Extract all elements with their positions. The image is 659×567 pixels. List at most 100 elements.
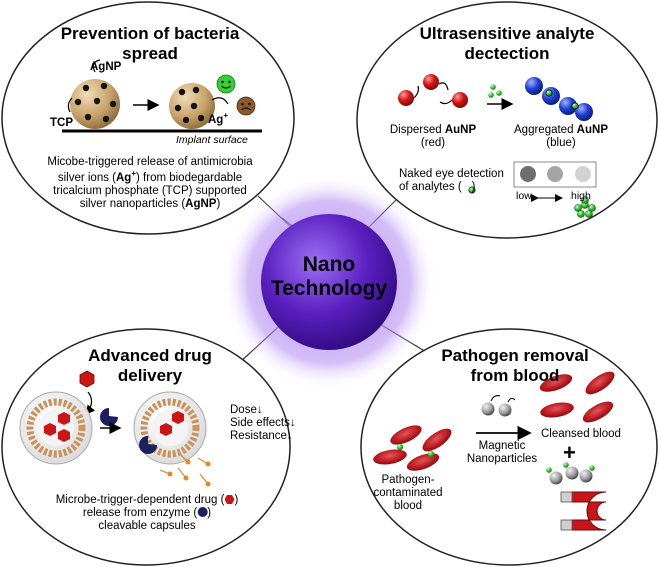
aggregated-label: Aggregated AuNP (blue)	[514, 124, 608, 150]
ag-ion-label: Ag+	[208, 111, 228, 127]
cleansed-blood-cells	[539, 371, 615, 423]
implant-surface-label: Implant surface	[176, 134, 248, 146]
cleansed-blood-label: Cleansed blood	[541, 428, 621, 440]
contaminated-blood-cells	[373, 425, 452, 471]
analyte-title: Ultrasensitive analyte dectection	[420, 24, 595, 63]
scale-dot-mid	[547, 166, 563, 182]
center-title-line1: Nano	[302, 253, 356, 276]
scale-low-label: low	[516, 190, 532, 202]
drug-description: Microbe-trigger-dependent drug () releas…	[56, 494, 239, 534]
analyte-illustration	[398, 74, 597, 218]
dose-label: Dose↓	[230, 404, 263, 416]
analyte-title-line1: Ultrasensitive analyte	[419, 24, 595, 43]
pathogen-title-line1: Pathogen removal	[441, 346, 589, 365]
dispersed-label: Dispersed AuNP (red)	[390, 124, 476, 150]
magnetic-nanoparticle-2	[498, 403, 512, 417]
tcp-label: TCP	[50, 117, 73, 129]
aggregated-1b: AuNP	[576, 124, 608, 136]
released-fragment-heads	[167, 459, 211, 487]
drug-illustration	[19, 370, 211, 487]
bacteria-desc-line1: Micobe-triggered release of antimicrobia	[47, 156, 253, 168]
pathogen-title: Pathogen removal from blood	[441, 346, 588, 385]
drug-desc-line2: release from enzyme ()	[56, 507, 239, 520]
dispersed-line2: (red)	[420, 137, 446, 150]
bacteria-desc-4b: AgNP	[185, 198, 217, 211]
capsule-1-layer	[26, 398, 86, 458]
drug-hexagon-free	[79, 370, 95, 388]
bacteria-desc-2a: silver ions (	[57, 172, 116, 185]
bacteria-desc-2c: +	[131, 169, 137, 179]
aggregated-aunp-cluster	[525, 77, 593, 121]
aggregated-line2: (blue)	[546, 137, 576, 150]
bacteria-desc-line4: silver nanoparticles (AgNP)	[47, 198, 252, 211]
center-title-line2: Technology	[270, 277, 388, 301]
captured-particle-1	[549, 471, 563, 485]
drug-desc-line1: Microbe-trigger-dependent drug ()	[56, 494, 239, 507]
ag-ion-text: Ag	[208, 113, 224, 126]
dispersed-1b: AuNP	[444, 124, 477, 136]
naked-2b: )	[471, 181, 476, 194]
analyte-pile-icon	[574, 196, 596, 218]
side-effects-label: Side effects↓	[230, 417, 296, 430]
contaminated-label: Pathogen- contaminated blood	[373, 474, 442, 514]
pathogen-dot-1	[427, 450, 435, 458]
drug-effects: Dose↓ Side effects↓ Resistance↓	[230, 404, 296, 444]
analyte-title-line2: dectection	[464, 43, 550, 63]
drug-title-line1: Advanced drug	[88, 346, 212, 365]
nano-core-sphere	[261, 214, 397, 350]
bacteria-title-line2: spread	[122, 43, 178, 63]
drug-title: Advanced drug delivery	[88, 346, 212, 385]
pathogen-title-line2: from blood	[470, 365, 560, 385]
plus-sign: +	[563, 440, 576, 465]
agnp-label: AgNP	[90, 61, 122, 73]
resistance-label: Resistance↓	[230, 430, 293, 443]
panel-pathogen-ellipse	[360, 328, 658, 566]
bacteria-description: Micobe-triggered release of antimicrobia…	[47, 156, 252, 212]
bacteria-title: Prevention of bacteria spread	[61, 24, 240, 63]
pathogen-dot-2	[396, 443, 404, 451]
bacteria-illustration	[62, 59, 262, 133]
drug-desc-2a: release from enzyme (	[82, 507, 198, 520]
ag-ion-sup: +	[223, 111, 229, 120]
naked-eye-line1: Naked eye detection	[399, 168, 504, 180]
analyte-dots	[488, 84, 502, 98]
bacteria-desc-2b: Ag	[116, 172, 132, 185]
scale-dot-high	[575, 166, 591, 182]
drug-desc-line3: cleavable capsules	[98, 520, 196, 533]
naked-2a: of analytes (	[399, 181, 462, 194]
scale-dot-low	[520, 166, 536, 182]
drug-desc-1a: Microbe-trigger-dependent drug (	[55, 494, 225, 506]
dispersed-aunp-cluster	[398, 74, 468, 108]
happy-bacterium-icon	[216, 74, 236, 94]
aggregated-line1: Aggregated AuNP	[514, 124, 608, 137]
magnet-icon	[570, 491, 607, 531]
aggregated-1a: Aggregated	[514, 124, 577, 136]
agnp-dots-2	[174, 86, 205, 124]
bacteria-desc-line3: tricalcium phosphate (TCP) supported	[53, 185, 247, 198]
magnetic-line2: Nanoparticles	[466, 453, 538, 466]
contam-line2: contaminated	[373, 487, 443, 500]
bacteria-desc-line2: silver ions (Ag+) from biodegardable	[47, 169, 252, 185]
analyte-legend-icon	[468, 186, 476, 194]
enzyme-icon-2	[139, 436, 157, 454]
bacteria-desc-4a: silver nanoparticles (	[79, 198, 186, 211]
captured-particle-3	[579, 469, 593, 483]
naked-eye-label: Naked eye detection of analytes ()	[399, 168, 504, 194]
naked-eye-line2: of analytes ()	[399, 181, 504, 194]
enzyme-legend-icon	[197, 507, 208, 518]
bacteria-desc-4c: )	[216, 198, 221, 211]
captured-particle-2	[565, 466, 579, 480]
scale-high-label: high	[571, 190, 591, 202]
bacteria-desc-2d: ) from biodegardable	[136, 172, 243, 185]
bacteria-title-line1: Prevention of bacteria	[60, 24, 240, 43]
pathogen-illustration	[373, 371, 615, 531]
drug-title-line2: delivery	[117, 365, 183, 385]
drug-desc-2b: )	[207, 507, 212, 520]
agnp-dots-1	[74, 82, 117, 123]
enzyme-icon-1	[100, 408, 118, 426]
contam-line1: Pathogen-	[381, 474, 435, 486]
magnetic-line1: Magnetic	[478, 440, 526, 452]
sad-bacterium-icon	[236, 96, 256, 116]
drug-hexagon-icon	[224, 495, 235, 504]
